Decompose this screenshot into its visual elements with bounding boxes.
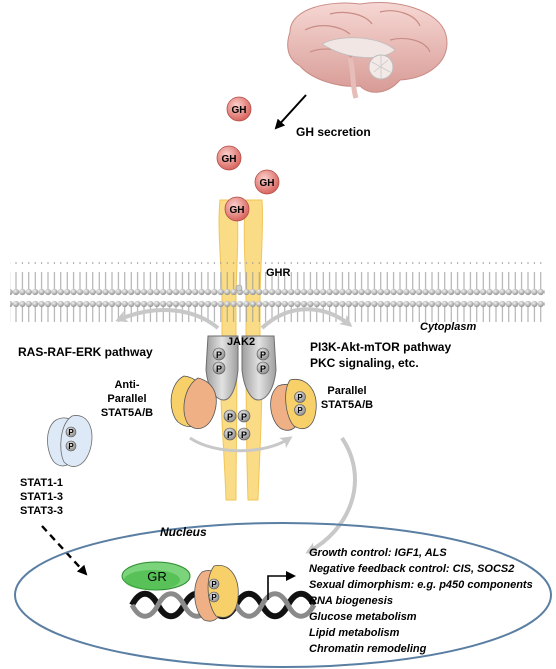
ras-pathway-label: RAS-RAF-ERK pathway (18, 345, 153, 359)
phospho-site (256, 361, 270, 375)
cell-membrane (10, 262, 545, 322)
gh-molecule-label: GH (222, 154, 237, 165)
jak2-complex: JAK2 P P P P (205, 335, 277, 401)
transcription-start-arrow (267, 571, 296, 600)
phospho-label: P (241, 412, 247, 422)
phospho-site (294, 391, 306, 403)
phospho-site (212, 361, 226, 375)
ras-pathway-arrow (115, 308, 220, 330)
anti-parallel-label-3: STAT5A/B (101, 407, 153, 419)
gh-molecule (226, 96, 252, 122)
target-feedback: Negative feedback control: CIS, SOCS2 (309, 563, 514, 575)
gh-molecule-label: GH (230, 205, 245, 216)
target-growth: Growth control: IGF1, ALS (309, 547, 447, 559)
phospho-label: P (227, 412, 233, 422)
nucleus-label: Nucleus (160, 525, 207, 539)
phospho-label: P (297, 393, 303, 402)
other-stat-dimer: P P (47, 415, 93, 467)
other-stats-nuclear-arrow (41, 525, 88, 576)
phospho-label: P (216, 350, 222, 360)
stat5-recycle-arrow (189, 436, 293, 453)
phospho-label: P (211, 580, 217, 589)
nuclear-translocation-arrow (305, 436, 357, 554)
phospho-label: P (68, 428, 74, 437)
jak2-label: JAK2 (227, 336, 255, 348)
phospho-site (65, 426, 77, 438)
anti-parallel-label-1: Anti- (114, 379, 139, 391)
target-dimorphism: Sexual dimorphism: e.g. p450 components (309, 579, 533, 591)
phospho-label: P (297, 406, 303, 415)
gh-molecule (254, 169, 280, 195)
glucocorticoid-receptor: GR (121, 561, 191, 591)
pi3k-pathway-label: PI3K-Akt-mTOR pathway (310, 340, 451, 354)
target-lipid: Lipid metabolism (309, 627, 400, 639)
phospho-label: P (260, 350, 266, 360)
receptor-phospho-sites: P P P P (223, 409, 251, 441)
phospho-label: P (241, 430, 247, 440)
phospho-site (208, 591, 220, 603)
nucleus-envelope (14, 522, 552, 668)
phospho-site (208, 578, 220, 590)
parallel-stat5-dimer: P P (270, 378, 317, 431)
parallel-label-2: STAT5A/B (321, 399, 373, 411)
target-rna: RNA biogenesis (309, 595, 393, 607)
phospho-label: P (211, 593, 217, 602)
cytoplasm-label: Cytoplasm (420, 321, 476, 333)
pkc-pathway-label: PKC signaling, etc. (310, 356, 419, 370)
gr-label: GR (147, 569, 167, 584)
brain-illustration (287, 1, 448, 99)
target-chromatin: Chromatin remodeling (309, 643, 427, 655)
phospho-site (256, 347, 270, 361)
phospho-site (294, 404, 306, 416)
gh-molecule (216, 145, 242, 171)
parallel-label-1: Parallel (327, 385, 366, 397)
dna-bound-stat5: P P (194, 565, 239, 622)
phospho-label: P (260, 364, 266, 374)
ghr-label: GHR (266, 267, 291, 279)
receptor-dimer-joint (235, 284, 243, 292)
stat-label-3: STAT3-3 (20, 505, 63, 517)
phospho-site (65, 440, 77, 452)
anti-parallel-label-2: Parallel (107, 393, 146, 405)
gh-molecule-label: GH (260, 178, 275, 189)
gh-molecule-bound (224, 196, 250, 222)
secretion-arrow (274, 94, 307, 130)
phospho-label: P (68, 442, 74, 451)
stat-label-2: STAT1-3 (20, 491, 63, 503)
pi3k-pathway-arrow (260, 307, 353, 330)
phospho-site (212, 347, 226, 361)
gh-molecule-label: GH (232, 105, 247, 116)
phospho-label: P (227, 430, 233, 440)
gh-molecules: GH GH GH GH (216, 96, 280, 222)
secretion-label: GH secretion (296, 125, 371, 139)
stat-label-1: STAT1-1 (20, 477, 63, 489)
phospho-label: P (216, 364, 222, 374)
anti-parallel-stat5-dimer (170, 375, 217, 429)
target-glucose: Glucose metabolism (309, 611, 417, 623)
